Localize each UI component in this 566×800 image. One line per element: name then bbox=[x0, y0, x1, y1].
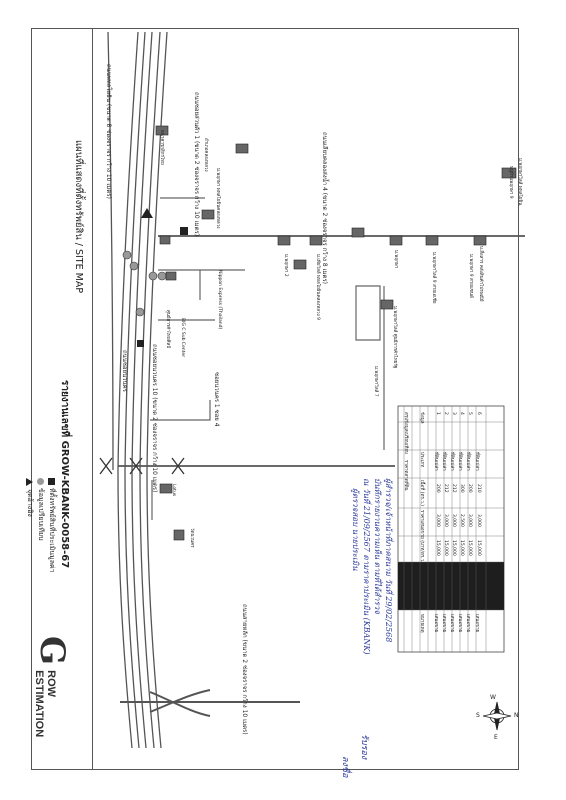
site-markers bbox=[122, 208, 188, 347]
place-label: วัดนวนคร bbox=[189, 528, 194, 548]
place-label: ธนาคารกสิกรไทย bbox=[159, 130, 164, 165]
subject-property-marker bbox=[180, 227, 188, 235]
table-cell: 3 bbox=[451, 412, 456, 415]
table-header: ระยะห่าง bbox=[419, 564, 424, 582]
place-label: บ.สื่อสาร คลังสินค้าไปรษณีย์ bbox=[478, 246, 483, 302]
road-bottom bbox=[120, 689, 300, 717]
place-label: ม.พฤกษาวิลล์ 9 สายเอเชีย bbox=[431, 252, 436, 304]
road-label-soi-4: ซอยนวนคร 1 ซอย 4 bbox=[213, 372, 220, 427]
table-cell: 200 bbox=[435, 484, 440, 493]
place-label: ม.พฤกษา bbox=[393, 250, 398, 269]
table-cell: 210 bbox=[476, 484, 481, 493]
compass-w: W bbox=[490, 694, 496, 701]
place-label: BIG C Sub Center bbox=[180, 318, 185, 358]
table-cell: 300 bbox=[459, 484, 464, 493]
side-roads bbox=[150, 197, 385, 520]
place-label: ม.พฤกษา พหลโยธินคลองหลวง bbox=[215, 168, 220, 229]
place-label: ม.พฤกษา 9 สายแซนด์ bbox=[468, 254, 473, 298]
table-header: ราคาเสนอขาย (บาท/ตร.ว.) bbox=[419, 510, 424, 565]
table-cell: 2 bbox=[443, 412, 448, 415]
table-cell: 3,000 bbox=[435, 514, 440, 527]
table-cell: เสนอขาย bbox=[433, 614, 438, 633]
table-cell: ที่ดินเปล่า bbox=[457, 452, 462, 471]
place-label: Nippon Express (Thailand) bbox=[217, 270, 222, 330]
table-cell: 4 bbox=[459, 412, 464, 415]
place-label: Lotus bbox=[171, 484, 176, 497]
place-label: ศูนย์การค้าไทยศิลป์ bbox=[165, 310, 170, 349]
table-cell: ที่ดินเปล่า bbox=[433, 452, 438, 471]
table-header: เนื้อที่ (ตร.ว.) bbox=[419, 480, 424, 506]
compass-n: N bbox=[514, 712, 519, 719]
compass-s: S bbox=[476, 712, 480, 719]
place-label: ม.พฤกษาวิลล์ ศูนย์การค้าไทยรัฐ bbox=[392, 306, 397, 369]
comparables-table-grid bbox=[397, 405, 505, 653]
table-cell: เสนอขาย bbox=[474, 614, 479, 633]
table-cell: เสนอขาย bbox=[449, 614, 454, 633]
road-label-phahon: ถนนพหลโยธิน (ขนาด 8 ช่องจราจร กว้าง 10 เ… bbox=[105, 64, 112, 199]
comparable-marker-5 bbox=[135, 307, 145, 317]
road-label-main: ถนนสายหลัก (ขนาด 2 ช่องจราจร กว้าง 10 เม… bbox=[241, 604, 248, 735]
table-cell: 2,500 bbox=[459, 514, 464, 527]
table-header: ข้อมูล bbox=[419, 412, 424, 424]
table-title-left: สรุปข้อมูลเปรียบเทียบ bbox=[403, 412, 408, 454]
place-label: อำเภอคลองหลวง bbox=[203, 138, 208, 172]
compass-rose bbox=[482, 701, 512, 731]
handwriting-sign-2: ลงชื่อ bbox=[340, 756, 350, 778]
table-cell: เสนอขาย bbox=[457, 614, 462, 633]
place-label: หมู่บ้านพฤกษา 9 bbox=[508, 166, 513, 199]
table-cell: 3,000 bbox=[451, 514, 456, 527]
table-cell: 15,000 bbox=[467, 540, 472, 556]
table-header: หมายเหตุ bbox=[419, 614, 424, 633]
road-label-soi-1: ถนนซอยส่วนตัว 1 (ขนาด 2 ช่องจราจร กว้าง … bbox=[193, 92, 200, 237]
table-cell: 3,000 bbox=[476, 514, 481, 527]
table-cell: 3,000 bbox=[443, 514, 448, 527]
table-cell: 6 bbox=[476, 412, 481, 415]
table-cell: 200 bbox=[467, 484, 472, 493]
table-cell: เสนอขาย bbox=[465, 614, 470, 633]
table-cell: 1 bbox=[435, 412, 440, 415]
table-cell: 15,000 bbox=[435, 540, 440, 556]
handwriting-line-4: ผู้ตรวจสอบ นายประเมิน bbox=[351, 488, 360, 571]
landmark-buildings bbox=[155, 125, 517, 541]
table-cell: เสนอขาย bbox=[441, 614, 446, 633]
comparable-marker-3 bbox=[148, 271, 158, 281]
table-header: ประเภท bbox=[419, 452, 424, 468]
comparable-marker-2 bbox=[129, 261, 139, 271]
table-cell: ที่ดินเปล่า bbox=[474, 452, 479, 471]
table-cell: ที่ดินเปล่า bbox=[449, 452, 454, 471]
table-cell: 15,000 bbox=[443, 540, 448, 556]
handwriting-sign-1: รับรอง bbox=[359, 734, 369, 760]
subject-parcel-marker bbox=[137, 340, 144, 347]
table-title-right: ราคาตลาดที่ดิน bbox=[403, 460, 408, 491]
table-cell: 5 bbox=[467, 412, 472, 415]
place-label: ม.เพียวิลล์ พหลโยธินคลองหลวง 9 bbox=[315, 254, 320, 320]
table-cell: 15,000 bbox=[476, 540, 481, 556]
place-label: ม.พฤกษาวิลล์ 7 bbox=[373, 366, 378, 397]
compass-e: E bbox=[494, 734, 498, 741]
reference-marker bbox=[141, 208, 153, 218]
table-cell: ที่ดินเปล่า bbox=[465, 452, 470, 471]
table-cell: 212 bbox=[443, 484, 448, 493]
comparable-marker-4 bbox=[157, 271, 167, 281]
comparable-marker-1 bbox=[122, 250, 132, 260]
table-cell: 212 bbox=[451, 484, 456, 493]
table-cell: ที่ดินเปล่า bbox=[441, 452, 446, 471]
map-frame bbox=[31, 28, 519, 770]
table-cell: 15,000 bbox=[451, 540, 456, 556]
table-cell: 15,000 bbox=[459, 540, 464, 556]
intersection-marks bbox=[99, 457, 185, 475]
table-cell: 3,000 bbox=[467, 514, 472, 527]
place-label: ม.พฤกษาวิลล์ พหลโยธิน bbox=[517, 158, 522, 206]
place-label: ม.พฤกษา 2 bbox=[283, 254, 288, 277]
main-highway bbox=[107, 31, 168, 749]
road-label-soi-navanakorn: ถนนซอยนวนคร bbox=[121, 350, 128, 392]
road-label-navanakorn-10: ถนนซอยนวนคร 10 (ขนาด 2 ช่องจราจร กว้าง 1… bbox=[151, 344, 158, 493]
title-strip-divider bbox=[92, 28, 93, 770]
